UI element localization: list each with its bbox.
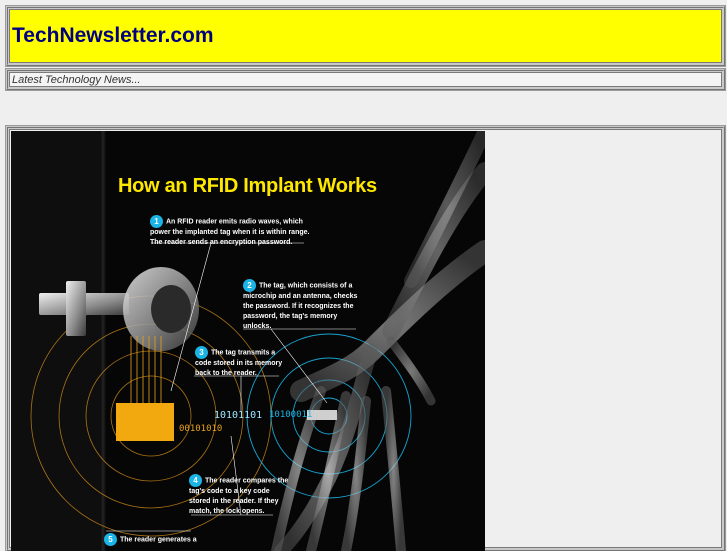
infographic-title: How an RFID Implant Works [118,175,377,197]
rfid-infographic-image: 00101010 10101101 10100011 How an RFID I… [11,131,485,551]
article-content-box: 00101010 10101101 10100011 How an RFID I… [5,125,726,551]
callout-lines [106,242,356,532]
article-content-inner: 00101010 10101101 10100011 How an RFID I… [9,129,722,551]
step-2-text: The tag, which consists of a microchip a… [243,282,358,330]
reader-wires [130,336,162,406]
step-5-badge: 5 [104,533,117,546]
binary-code-left: 00101010 [179,424,222,434]
binary-code-mid: 10101101 [214,410,262,421]
site-header: TechNewsletter.com [5,5,726,67]
step-4-text: The reader compares the tag's code to a … [189,477,289,515]
reader-chip-icon [116,403,174,441]
step-5-text: The reader generates a [120,536,197,544]
infographic-artwork: 00101010 10101101 10100011 [11,131,485,551]
step-1-badge: 1 [150,215,163,228]
step-1-text: An RFID reader emits radio waves, which … [150,218,310,246]
implanted-tag-icon [307,410,337,420]
tagline-inner: Latest Technology News... [9,72,722,87]
site-header-inner: TechNewsletter.com [9,9,722,63]
lock-bolt-icon [39,267,199,351]
tagline-text: Latest Technology News... [12,73,141,86]
step-3-badge: 3 [195,346,208,359]
step-3-text: The tag transmits a code stored in its m… [195,349,283,377]
step-4-badge: 4 [189,474,202,487]
tagline-bar: Latest Technology News... [5,68,726,91]
step-2-badge: 2 [243,279,256,292]
hand-xray-icon [271,131,485,551]
binary-code-right: 10100011 [269,410,312,420]
site-title-link[interactable]: TechNewsletter.com [12,24,214,47]
